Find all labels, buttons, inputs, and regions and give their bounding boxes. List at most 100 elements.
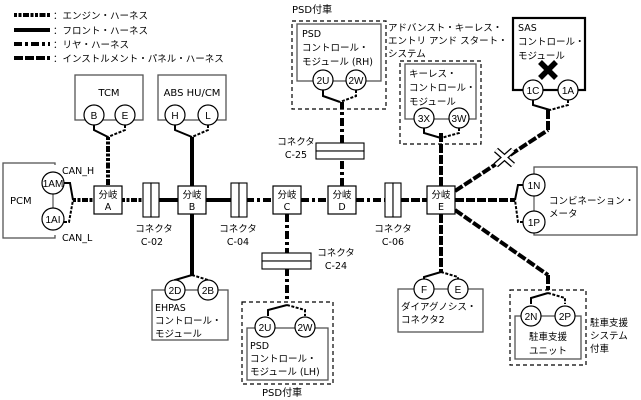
pin-E-dlc[interactable] xyxy=(447,278,469,300)
branch-A[interactable]: 分岐 A xyxy=(93,185,123,215)
pin-E-dlc-label: E xyxy=(455,285,462,296)
pin-2W-lh-label: 2W xyxy=(298,323,314,334)
ehpas-line-3: モジュール xyxy=(155,329,202,340)
connector-C-02-title: コネクタ xyxy=(135,224,173,235)
connector-C-04[interactable]: コネクタ C-04 xyxy=(219,182,257,248)
pin-F[interactable] xyxy=(413,278,435,300)
sas-line-3: モジュール xyxy=(518,51,565,62)
branch-D-title: 分岐 xyxy=(332,189,352,201)
can-h-label: CAN_H xyxy=(62,166,94,177)
psd-rh-line-2: コントロール・ xyxy=(302,43,369,54)
aks-line-3: システム xyxy=(388,49,426,60)
parking-assist-group[interactable]: 2N 2P 駐車支援 ユニット 駐車支援 システム 付車 xyxy=(509,289,629,366)
ehpas-box xyxy=(151,289,229,341)
psd-lh-box xyxy=(246,327,329,381)
diagnosis-connector-module[interactable]: F E ダイアグノシス・ コネクタ2 xyxy=(397,271,484,333)
branch-B[interactable]: 分岐 B xyxy=(177,185,207,215)
sas-box xyxy=(511,16,587,92)
dlc-line-2: コネクタ2 xyxy=(401,315,445,326)
branch-E[interactable]: 分岐 E xyxy=(426,185,456,215)
psd-rh-group[interactable]: PSD付車 PSD コントロール・ モジュール (RH) 2U 2W xyxy=(291,3,387,110)
branch-B-title: 分岐 xyxy=(182,189,202,201)
tcm-module[interactable]: TCM B E xyxy=(74,74,144,138)
legend-rear-label: ：リヤ・ハーネス xyxy=(53,40,129,51)
advanced-keyless-label: アドバンスト・キーレス・ エントリ アンド スタート・ システム xyxy=(388,23,508,60)
dlc-box xyxy=(397,288,484,333)
legend-engine-label: ：エンジン・ハーネス xyxy=(53,11,148,22)
pin-H-label: H xyxy=(171,111,178,122)
ehpas-line-2: コントロール・ xyxy=(155,316,222,327)
pin-1AI[interactable] xyxy=(41,207,65,231)
pcm-label: PCM xyxy=(10,196,32,207)
keyless-line-1: キーレス・ xyxy=(409,69,457,80)
branch-C-letter: C xyxy=(284,202,291,213)
pin-2B[interactable] xyxy=(197,279,219,301)
connector-C-02[interactable]: コネクタ C-02 xyxy=(135,182,173,248)
ehpas-module[interactable]: 2D 2B EHPAS コントロール・ モジュール xyxy=(151,274,229,341)
pin-1P-label: 1P xyxy=(528,218,541,229)
combination-meter-module[interactable]: 1N 1P コンビネーション・ メータ xyxy=(514,166,638,236)
ehpas-line-1: EHPAS xyxy=(155,303,186,314)
connector-C-24[interactable]: コネクタ C-24 xyxy=(261,248,355,272)
legend-instrument-label: ：インストルメント・パネル・ハーネス xyxy=(53,54,224,65)
tcm-label: TCM xyxy=(97,88,119,99)
pin-2U-lh[interactable] xyxy=(254,316,276,338)
branch-A-title: 分岐 xyxy=(98,189,118,201)
parking-group-line-3: 付車 xyxy=(590,343,610,355)
branch-D[interactable]: 分岐 D xyxy=(327,185,357,215)
pin-2U-rh-label: 2U xyxy=(317,76,330,87)
psd-lh-line-3: モジュール (LH) xyxy=(250,367,320,378)
psd-lh-option-frame xyxy=(241,301,334,385)
connector-C-06-title: コネクタ xyxy=(374,224,412,235)
keyless-line-3: モジュール xyxy=(409,97,456,108)
connector-C-25-code: C-25 xyxy=(285,150,307,161)
psd-lh-group[interactable]: 2U 2W PSD コントロール・ モジュール (LH) PSD付車 xyxy=(241,301,334,399)
can-l-label: CAN_L xyxy=(62,233,93,244)
abs-label: ABS HU/CM xyxy=(164,88,221,99)
sas-line-1: SAS xyxy=(518,23,537,34)
connector-C-04-title: コネクタ xyxy=(219,224,257,235)
abs-module[interactable]: ABS HU/CM H L xyxy=(157,74,227,138)
psd-lh-line-1: PSD xyxy=(250,341,269,352)
pin-1A-label: 1A xyxy=(562,86,575,97)
connector-C-25[interactable]: コネクタ C-25 xyxy=(277,137,365,161)
branch-C[interactable]: 分岐 C xyxy=(272,185,302,215)
pin-2W-rh-label: 2W xyxy=(349,76,365,87)
pin-1N-label: 1N xyxy=(528,181,541,192)
pin-2U-lh-label: 2U xyxy=(259,323,272,334)
branch-D-letter: D xyxy=(338,202,345,213)
connector-C-06[interactable]: コネクタ C-06 xyxy=(374,182,412,248)
legend: ：エンジン・ハーネス ：フロント・ハーネス ：リヤ・ハーネス ：インストルメント… xyxy=(14,11,224,65)
parking-option-frame xyxy=(509,289,587,366)
psd-rh-group-label: PSD付車 xyxy=(292,3,332,16)
sas-module[interactable]: SAS コントロール・ モジュール 1C 1A xyxy=(511,16,587,111)
pcm-module[interactable]: PCM 1AM 1AI CAN_H CAN_L xyxy=(2,162,94,244)
psd-rh-line-3: モジュール (RH) xyxy=(302,57,373,68)
pin-2P[interactable] xyxy=(554,305,576,327)
branch-C-title: 分岐 xyxy=(277,189,297,201)
branch-E-title: 分岐 xyxy=(431,189,451,201)
connector-C-24-title: コネクタ xyxy=(317,248,355,259)
branch-A-letter: A xyxy=(105,202,112,213)
dlc-line-1: ダイアグノシス・ xyxy=(401,301,476,313)
psd-lh-group-label: PSD付車 xyxy=(262,386,302,399)
keyless-option-frame xyxy=(399,60,482,145)
pin-B-label: B xyxy=(91,111,98,122)
wire-break-mark xyxy=(494,147,515,168)
pin-2W-lh[interactable] xyxy=(294,316,316,338)
parking-line-2: ユニット xyxy=(529,346,567,357)
pin-E-label: E xyxy=(122,111,129,122)
pin-3W-label: 3W xyxy=(452,114,468,125)
connector-C-02-code: C-02 xyxy=(141,237,163,248)
pin-L-label: L xyxy=(205,111,211,122)
parking-line-1: 駐車支援 xyxy=(529,331,568,343)
pin-2D[interactable] xyxy=(164,279,186,301)
psd-lh-line-2: コントロール・ xyxy=(250,354,317,365)
sas-line-2: コントロール・ xyxy=(518,37,585,48)
pin-2N[interactable] xyxy=(520,305,542,327)
keyless-module[interactable]: キーレス・ コントロール・ モジュール 3X 3W xyxy=(399,60,482,145)
pin-3X-label: 3X xyxy=(418,114,431,125)
meter-line-1: コンビネーション・ xyxy=(549,196,634,207)
connector-C-04-code: C-04 xyxy=(227,237,249,248)
